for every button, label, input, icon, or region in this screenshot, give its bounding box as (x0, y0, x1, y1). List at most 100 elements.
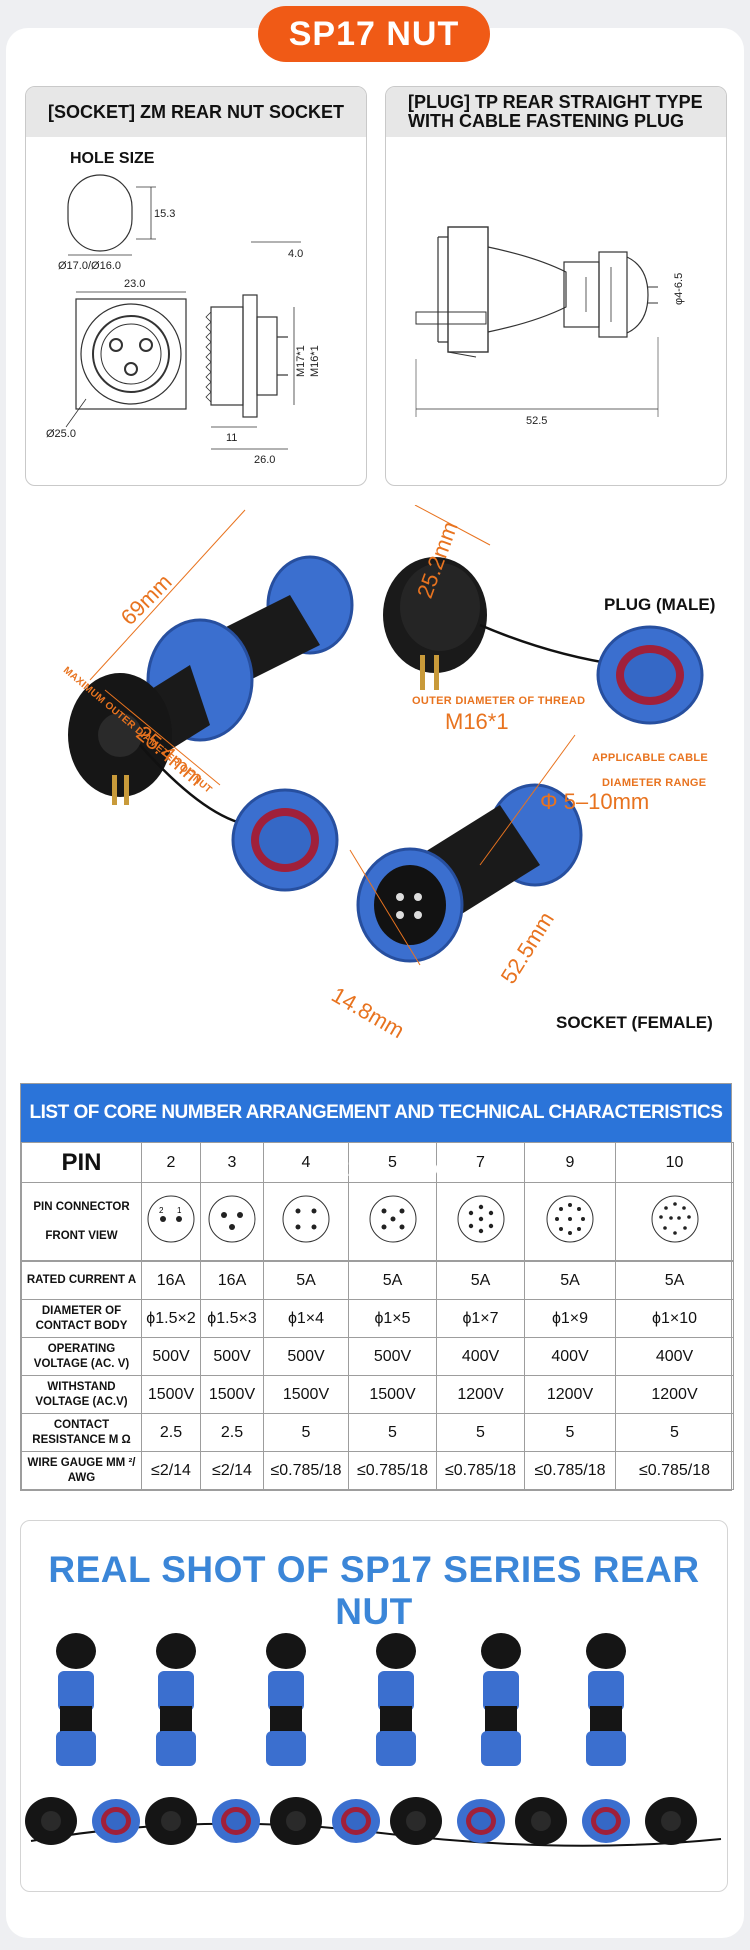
socket-photo (515, 1797, 567, 1845)
page-title: SP17 NUT (258, 6, 490, 62)
hole-size-label: HOLE SIZE (70, 150, 155, 167)
spec-value: 1500V (263, 1375, 349, 1414)
dim-m17: M17*1 (295, 345, 307, 377)
dim-52-5: 52.5 (526, 415, 547, 427)
spec-value: 16A (200, 1261, 264, 1300)
spec-value: 400V (615, 1337, 734, 1376)
spec-value: 5 (348, 1413, 437, 1452)
connector-label-2: FRONT VIEW (45, 1229, 118, 1242)
spec-row-label: DIAMETER OF CONTACT BODY (21, 1299, 142, 1338)
thread-value: M16*1 (445, 709, 509, 734)
connector-photo (586, 1633, 626, 1766)
pin-header: PIN (21, 1142, 142, 1183)
spec-value: ≤0.785/18 (263, 1451, 349, 1490)
spec-value: 5 (524, 1413, 616, 1452)
real-shot-photo (25, 1633, 722, 1847)
connector-photo (266, 1633, 306, 1766)
product-illustration: 69mm MAXIMUM OUTER DIAMETER OF NUT 25.4m… (20, 505, 730, 1065)
spec-value: 500V (200, 1337, 264, 1376)
spec-value: ≤0.785/18 (524, 1451, 616, 1490)
spec-value: 5A (348, 1261, 437, 1300)
cable-range-label-2: DIAMETER RANGE (602, 777, 707, 789)
spec-row: WIRE GAUGE MM ²/ AWG≤2/14≤2/14≤0.785/18≤… (21, 1451, 734, 1490)
spec-value: 1500V (348, 1375, 437, 1414)
cable-range-value: Φ 5–10mm (540, 789, 650, 814)
pin-face-10 (651, 1195, 698, 1243)
spec-value: 5A (263, 1261, 349, 1300)
spec-value: ϕ1×9 (524, 1299, 616, 1338)
plug-drawing-panel: [PLUG] TP REAR STRAIGHT TYPE WITH CABLE … (385, 86, 727, 486)
socket-female (356, 783, 583, 963)
spec-row-label: WITHSTAND VOLTAGE (AC.V) (21, 1375, 142, 1414)
svg-text:1: 1 (177, 1206, 182, 1215)
spec-value: 500V (263, 1337, 349, 1376)
plug-male (383, 557, 704, 725)
connector-photo (156, 1633, 196, 1766)
spec-value: 1500V (141, 1375, 201, 1414)
connector-photo (481, 1633, 521, 1766)
hole-outline (67, 174, 133, 252)
cap-photo (582, 1799, 630, 1843)
spec-value: 5 (436, 1413, 525, 1452)
pin-face-cell (200, 1182, 264, 1261)
socket-photo (390, 1797, 442, 1845)
dim-4: 4.0 (288, 248, 303, 260)
pin-face-cell (263, 1182, 349, 1261)
pin-count: 2 (141, 1142, 201, 1183)
spec-value: 2.5 (141, 1413, 201, 1452)
pin-face-cell (348, 1182, 437, 1261)
socket-photo (645, 1797, 697, 1845)
spec-row-label: WIRE GAUGE MM ²/ AWG (21, 1451, 142, 1490)
spec-value: ≤2/14 (200, 1451, 264, 1490)
cap-photo (212, 1799, 260, 1843)
spec-value: ϕ1.5×2 (141, 1299, 201, 1338)
assembled-connector (68, 555, 354, 828)
spec-table: LIST OF CORE NUMBER ARRANGEMENT AND TECH… (20, 1083, 734, 1491)
cap-left (231, 788, 339, 892)
spec-row-label: CONTACT RESISTANCE M Ω (21, 1413, 142, 1452)
socket-female-label: SOCKET (FEMALE) (556, 1013, 713, 1032)
real-shot-title: REAL SHOT OF SP17 SERIES REAR NUT (48, 1549, 700, 1632)
cap-photo (332, 1799, 380, 1843)
spec-value: ≤0.785/18 (348, 1451, 437, 1490)
pin-row: PIN 2 3 4 5 7 9 10 (21, 1142, 734, 1183)
socket-technical-drawing: HOLE SIZE 15.3 Ø17.0/Ø16.0 23.0 Ø25.0 4.… (46, 150, 321, 466)
spec-value: ϕ1×5 (348, 1299, 437, 1338)
spec-value: ≤0.785/18 (615, 1451, 734, 1490)
pin-face-4 (282, 1195, 330, 1243)
connector-photo (56, 1633, 96, 1766)
plug-technical-drawing: φ4-6.5 52.5 (415, 226, 685, 427)
pin-count: 7 (436, 1142, 525, 1183)
connector-label-1: PIN CONNECTOR (33, 1200, 130, 1213)
connector-row-top (56, 1633, 626, 1766)
dim-26: 26.0 (254, 454, 275, 466)
connector-row-bottom (25, 1797, 722, 1847)
spec-value: 2.5 (200, 1413, 264, 1452)
spec-value: 1200V (524, 1375, 616, 1414)
spec-value: ≤2/14 (141, 1451, 201, 1490)
spec-value: 500V (141, 1337, 201, 1376)
dim-25: Ø25.0 (46, 428, 76, 440)
cap-photo (92, 1799, 140, 1843)
outer-thread-label: OUTER DIAMETER OF THREAD (412, 695, 586, 707)
svg-text:2: 2 (159, 1206, 164, 1215)
plug-male-label: PLUG (MALE) (604, 595, 716, 614)
socket-photo (25, 1797, 77, 1845)
spec-value: 5A (615, 1261, 734, 1300)
spec-value: 16A (141, 1261, 201, 1300)
spec-grid: PIN 2 3 4 5 7 9 10 PIN CONNECTOR FRONT V… (21, 1142, 734, 1261)
spec-value: ϕ1.5×3 (200, 1299, 264, 1338)
spec-value: 5A (436, 1261, 525, 1300)
socket-drawing-panel: [SOCKET] ZM REAR NUT SOCKET HOLE SIZE 15… (25, 86, 367, 486)
socket-photo (270, 1797, 322, 1845)
spec-value: 1200V (615, 1375, 734, 1414)
spec-value: ϕ1×7 (436, 1299, 525, 1338)
spec-value: 5 (615, 1413, 734, 1452)
pin-count: 3 (200, 1142, 264, 1183)
cable-line (30, 1822, 722, 1847)
